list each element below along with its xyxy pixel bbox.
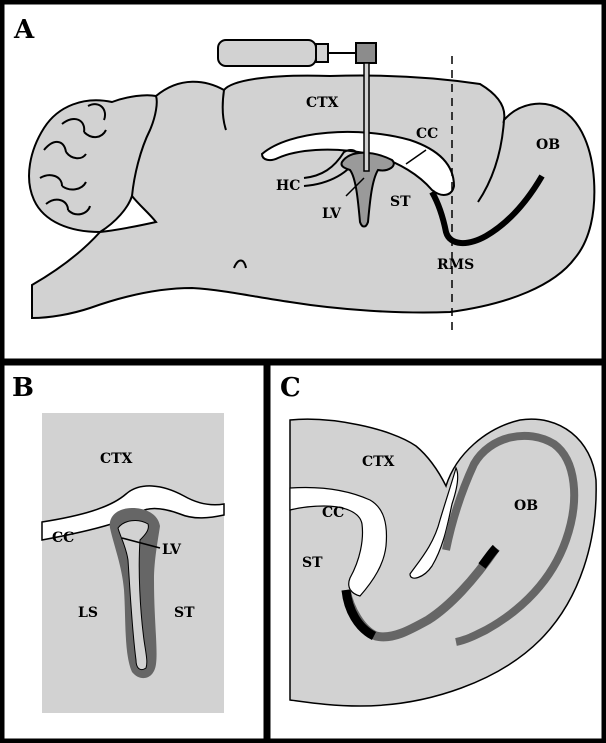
panel-a-label-ctx: CTX	[306, 95, 339, 111]
panel-b-label-ls: LS	[78, 605, 98, 621]
panel-c-label-ob: OB	[514, 498, 538, 514]
panel-c-label-ctx: CTX	[362, 454, 395, 470]
panel-a-letter: A	[13, 15, 35, 45]
panel-b-label-ctx: CTX	[100, 451, 133, 467]
panel-c: C CTX CC ST OB	[268, 363, 604, 741]
syringe-needle	[364, 63, 369, 171]
panel-a: A CTX CC	[2, 2, 604, 361]
panel-b-letter: B	[12, 373, 34, 403]
panel-c-label-cc: CC	[322, 505, 344, 521]
panel-a-label-st: ST	[390, 194, 411, 210]
panel-a-label-rms: RMS	[437, 257, 474, 273]
panel-b-label-lv: LV	[162, 542, 182, 558]
panel-c-label-st: ST	[302, 555, 323, 571]
panel-b-label-cc: CC	[52, 530, 74, 546]
syringe-tip	[316, 44, 328, 62]
panel-c-letter: C	[280, 373, 301, 403]
panel-a-label-ob: OB	[536, 137, 560, 153]
syringe-barrel	[218, 40, 316, 66]
panel-b: B CTX CC LV LS ST	[2, 363, 266, 741]
syringe-holder	[356, 43, 376, 63]
panel-a-label-cc: CC	[416, 126, 438, 142]
panel-b-label-st: ST	[174, 605, 195, 621]
panel-a-label-lv: LV	[322, 206, 342, 222]
panel-a-label-hc: HC	[276, 178, 300, 194]
